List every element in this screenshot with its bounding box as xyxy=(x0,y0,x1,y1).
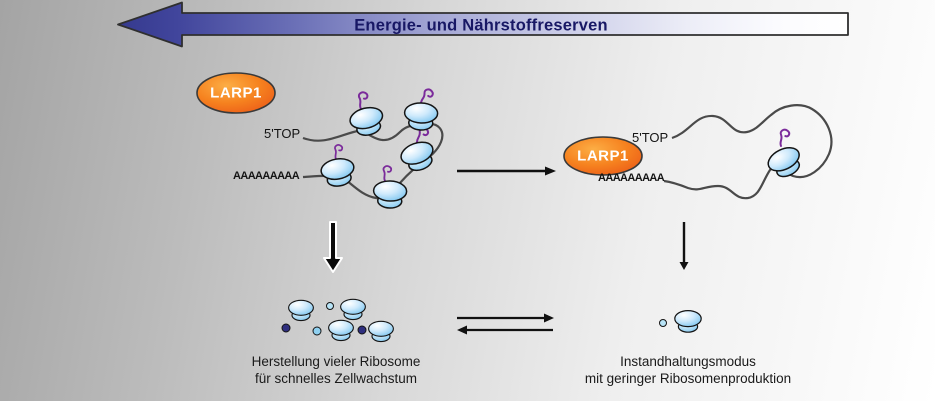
left-down-arrow xyxy=(323,221,343,273)
peptide-icon xyxy=(380,164,395,182)
peptide-icon xyxy=(777,128,793,148)
ribosome-icon xyxy=(368,320,394,343)
banner-title: Energie- und Nährstoffreserven xyxy=(354,16,608,35)
caption-left-line1: Herstellung vieler Ribosome xyxy=(251,354,421,369)
equilibrium-arrow-right xyxy=(457,313,554,323)
peptide-icon xyxy=(355,90,372,111)
ribosome-icon xyxy=(340,298,366,321)
larp1-label-left: LARP1 xyxy=(210,84,262,102)
larp1-oval-left xyxy=(196,72,276,114)
poly-a-label-right: AAAAAAAAA xyxy=(598,172,665,184)
caption-right-line2: mit geringer Ribosomenproduktion xyxy=(584,370,792,386)
ribosome-icon xyxy=(397,137,440,176)
right-mrna-strand xyxy=(663,104,833,200)
ribosome-icon xyxy=(288,299,314,322)
subunit-dot-blue xyxy=(659,319,667,327)
ribosome-icon xyxy=(328,319,354,342)
peptide-icon xyxy=(331,143,346,160)
five-top-label-left: 5'TOP xyxy=(264,126,301,141)
caption-right: Instandhaltungsmodus mit geringer Riboso… xyxy=(585,354,791,387)
caption-left-line2: für schnelles Zellwachstum xyxy=(254,370,418,386)
ribosome-icon xyxy=(347,103,388,140)
caption-right-line1: Instandhaltungsmodus xyxy=(620,354,756,369)
right-down-arrow xyxy=(679,222,689,270)
ribosome-icon xyxy=(763,142,807,183)
five-top-label-right: 5'TOP xyxy=(632,130,669,145)
larp1-oval-right xyxy=(563,136,643,176)
subunit-dot-blue xyxy=(312,326,322,336)
larp1-label-right: LARP1 xyxy=(577,147,629,165)
subunit-dot-navy xyxy=(281,323,291,333)
equilibrium-arrow-left xyxy=(457,325,553,335)
left-mrna-strand xyxy=(302,122,444,200)
caption-left: Herstellung vieler Ribosome für schnelle… xyxy=(252,354,421,387)
poly-a-label-left: AAAAAAAAA xyxy=(233,170,300,182)
ribosome-icon xyxy=(372,179,408,210)
subunit-dot-navy xyxy=(357,325,367,335)
energy-reserve-arrow xyxy=(117,1,849,48)
subunit-dot-blue xyxy=(326,302,334,310)
ribosome-icon xyxy=(674,310,702,333)
transition-arrow-right xyxy=(457,166,556,176)
